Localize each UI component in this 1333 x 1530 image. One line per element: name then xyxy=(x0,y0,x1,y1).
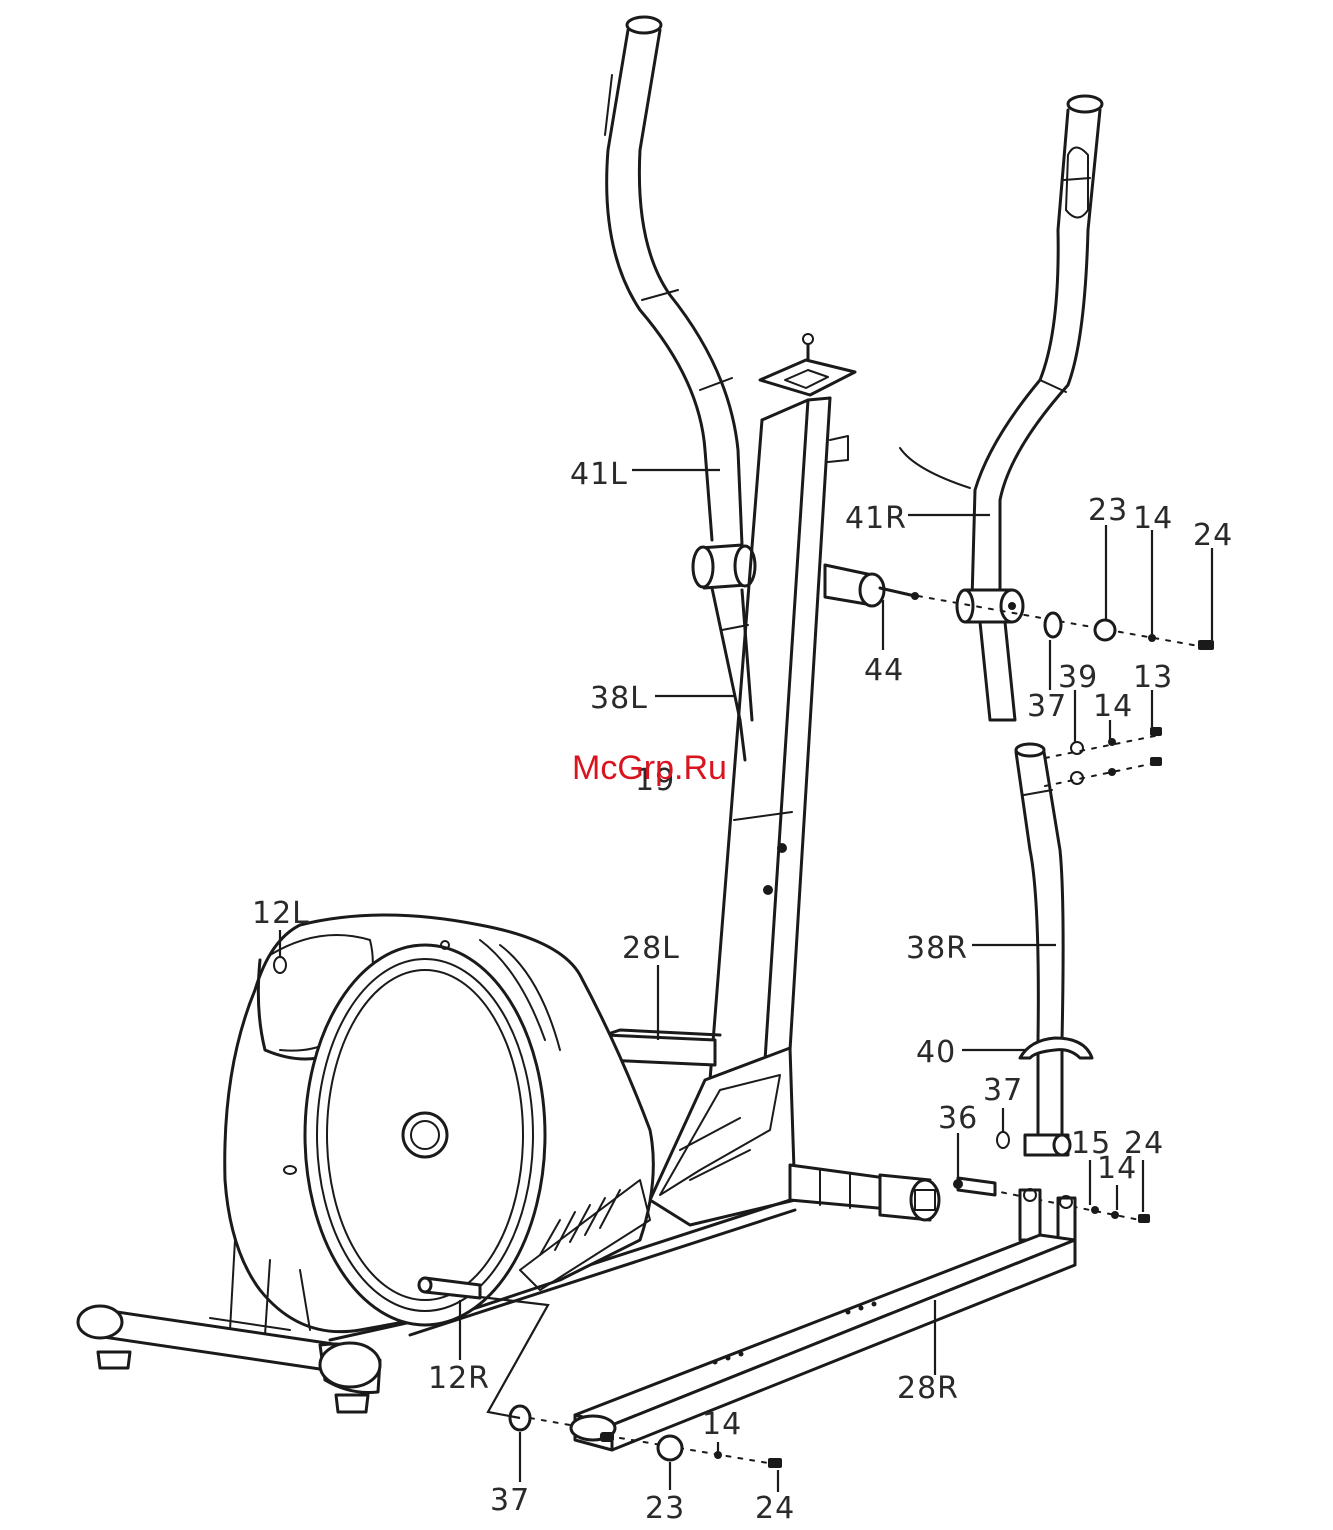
label-36: 36 xyxy=(938,1101,978,1136)
flywheel-housing xyxy=(225,915,654,1335)
label-37-bottom: 37 xyxy=(490,1483,530,1518)
label-38R: 38R xyxy=(906,931,968,966)
right-lower-arm-38R xyxy=(1016,727,1162,1140)
watermark: McGrp.Ru xyxy=(572,749,727,787)
label-38L: 38L xyxy=(590,681,648,716)
main-mast xyxy=(710,334,855,1080)
right-foot-rail-28R xyxy=(510,1235,1075,1468)
label-14-top: 14 xyxy=(1133,501,1173,536)
label-13: 13 xyxy=(1133,660,1173,695)
right-handlebar-41R xyxy=(900,96,1102,720)
label-44: 44 xyxy=(864,653,904,688)
label-28R: 28R xyxy=(897,1371,959,1406)
label-14-bottom: 14 xyxy=(702,1407,742,1442)
label-40: 40 xyxy=(916,1035,956,1070)
label-12L: 12L xyxy=(252,896,310,931)
label-23-top: 23 xyxy=(1088,493,1128,528)
label-28L: 28L xyxy=(622,931,680,966)
label-41L: 41L xyxy=(570,457,628,492)
label-24-bottom: 24 xyxy=(755,1491,795,1526)
label-37-right: 37 xyxy=(983,1073,1023,1108)
clamp-40 xyxy=(1020,1038,1092,1058)
label-41R: 41R xyxy=(845,501,907,536)
label-23-bottom: 23 xyxy=(645,1491,685,1526)
left-lower-arm-38L xyxy=(693,545,755,760)
label-14-mid: 14 xyxy=(1093,689,1133,724)
label-12R: 12R xyxy=(428,1361,490,1396)
axle-44 xyxy=(825,565,919,606)
label-24-right: 24 xyxy=(1124,1126,1164,1161)
label-24-top: 24 xyxy=(1193,518,1233,553)
